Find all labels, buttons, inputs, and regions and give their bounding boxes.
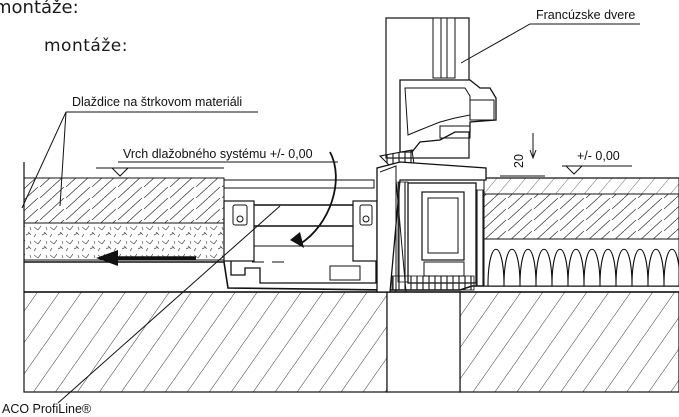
concrete-base-left [23, 291, 388, 393]
dimension-label: 20 [512, 154, 526, 168]
water-flow-arrow [96, 250, 196, 266]
insulation-layer [483, 193, 679, 240]
section-heading-top: montáže: [0, 0, 79, 18]
concrete-base-right [459, 291, 679, 393]
gravel-bed [23, 222, 225, 261]
paving-on-gravel-label: Dlaždice na štrkovom materiáli [72, 95, 242, 109]
french-door-label: Francúzske dvere [536, 8, 635, 22]
drain-system-label: ACO ProfiLine® [2, 402, 92, 416]
drain-channel [223, 179, 378, 284]
foundation-gap [386, 291, 461, 393]
paving-top-level-label: Vrch dlažobného systému +/- 0,00 [123, 147, 313, 161]
paving-tile-layer-right [483, 177, 679, 195]
soft-insulation [483, 238, 679, 287]
level-zero-label: +/- 0,00 [577, 149, 620, 163]
french-door-frame [376, 17, 679, 293]
section-heading: montáže: [44, 36, 128, 56]
paving-tile-layer [23, 177, 225, 224]
